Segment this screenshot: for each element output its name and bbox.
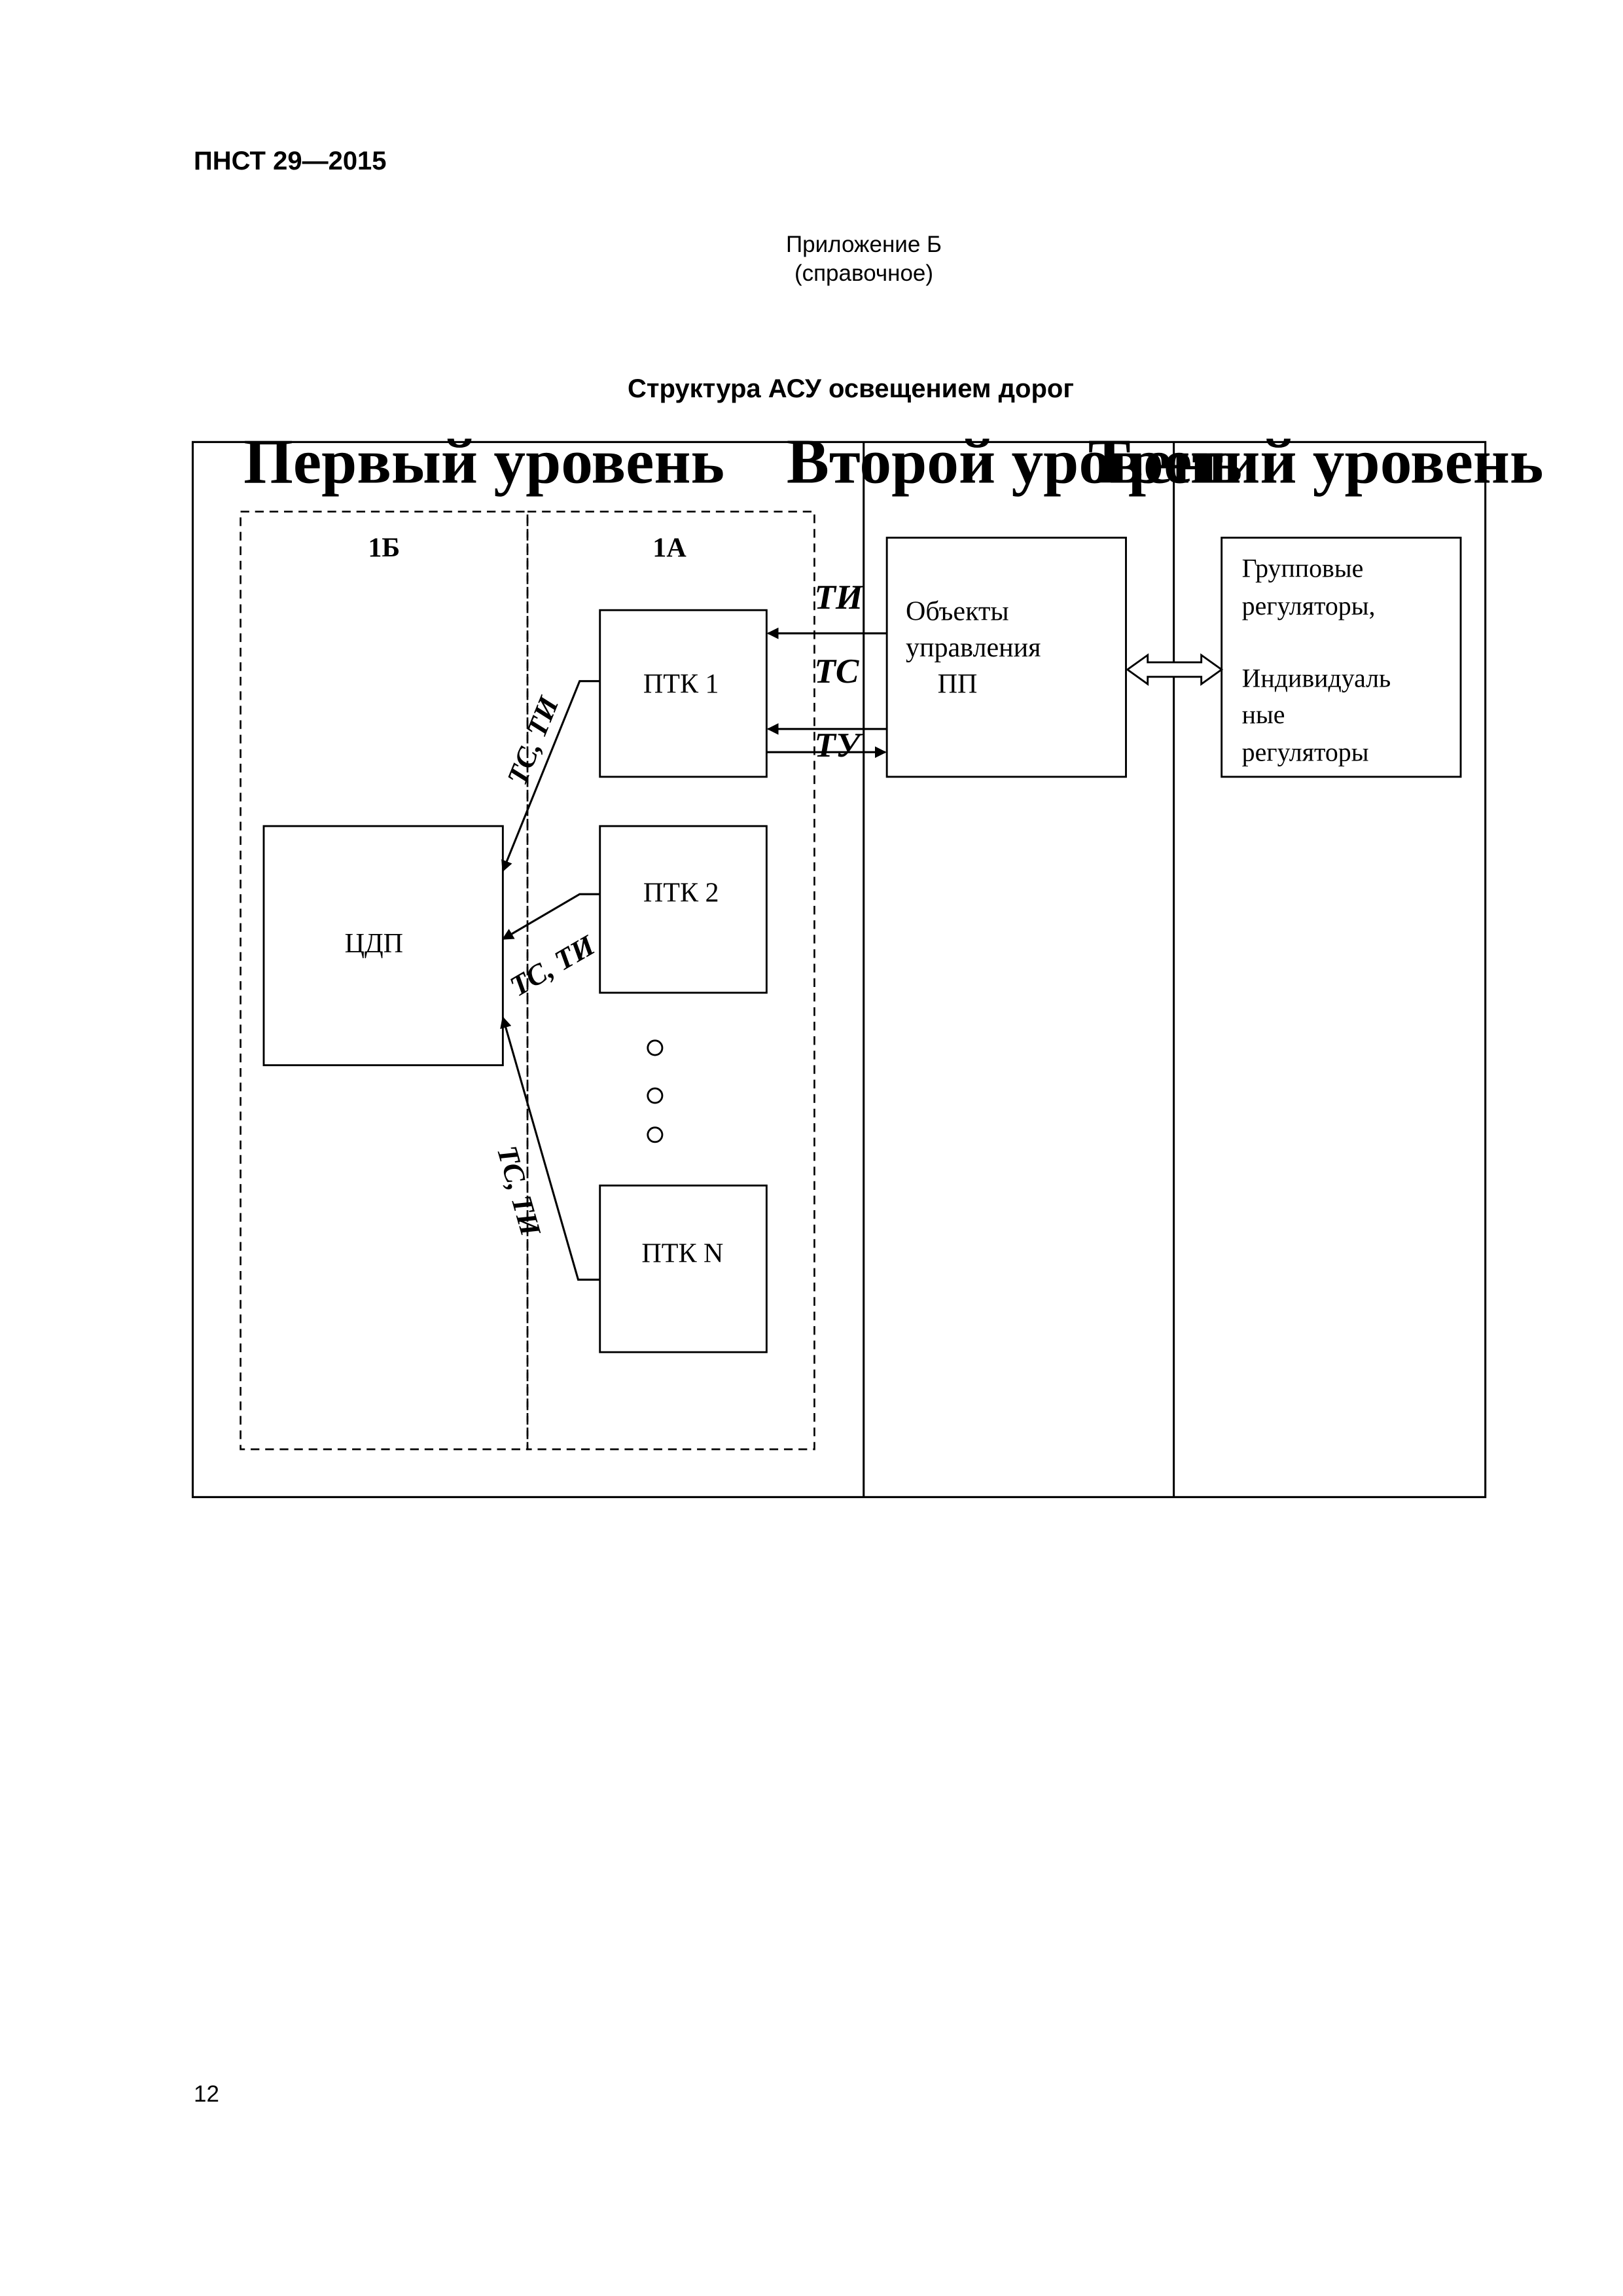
level-second-label: Второй уровень bbox=[787, 426, 1242, 497]
regulators-label-line-5: ные bbox=[1242, 700, 1285, 729]
ptk1-box bbox=[599, 609, 768, 778]
ptkn-box bbox=[599, 1184, 768, 1354]
ptk1-label: ПТК 1 bbox=[643, 669, 719, 699]
ptk2-label: ПТК 2 bbox=[643, 878, 719, 908]
page-number: 12 bbox=[194, 2081, 219, 2107]
ptkn-label: ПТК N bbox=[641, 1239, 723, 1269]
regulators-label-line-1: Групповые bbox=[1242, 553, 1364, 583]
arrow-ptk1-cdp bbox=[501, 680, 600, 872]
cdp-box bbox=[262, 825, 504, 1066]
objects-box bbox=[885, 537, 1127, 778]
objects-label-line-1: Объекты bbox=[906, 597, 1009, 627]
cdp-label: ЦДП bbox=[345, 929, 403, 959]
figure-title: Структура АСУ освещением дорог bbox=[628, 374, 1074, 403]
ellipsis-dot-2 bbox=[647, 1087, 664, 1104]
appendix-subtitle: (справочное) bbox=[794, 260, 934, 286]
subzone-1a bbox=[526, 511, 815, 1450]
regulators-box bbox=[1221, 537, 1462, 778]
signal-tu-label: ТУ bbox=[814, 726, 863, 764]
objects-label-line-3: ПП bbox=[938, 669, 978, 699]
signal-ti-label: ТИ bbox=[814, 579, 863, 617]
signal-ts-ti-n-label: ТС, ТИ bbox=[491, 1142, 547, 1240]
regulators-label-line-2: регуляторы, bbox=[1242, 591, 1376, 620]
ptk2-box bbox=[599, 825, 768, 994]
regulators-label-line-6: регуляторы bbox=[1242, 738, 1369, 767]
level-third-label: Третий уровень bbox=[1088, 426, 1544, 497]
signal-ts-ti-2-label: ТС, ТИ bbox=[505, 929, 601, 1003]
outer-frame bbox=[191, 440, 1487, 1498]
document-code: ПНСТ 29—2015 bbox=[194, 147, 387, 175]
objects-label-line-2: управления bbox=[906, 633, 1041, 663]
regulators-label-line-4: Индивидуаль bbox=[1242, 664, 1391, 693]
subzone-1b bbox=[240, 511, 529, 1450]
ellipsis-dot-3 bbox=[647, 1126, 664, 1143]
signal-ts-label: ТС bbox=[814, 653, 859, 691]
subzone-1b-label: 1Б bbox=[368, 533, 400, 563]
ellipsis-dot-1 bbox=[647, 1039, 664, 1056]
arrow-ptk2-cdp bbox=[501, 893, 600, 941]
objects-regulators-double-arrow bbox=[1126, 653, 1224, 686]
arrow-ptkn-cdp bbox=[500, 1016, 600, 1281]
level-first-label: Первый уровень bbox=[243, 426, 724, 497]
subzone-1a-label: 1А bbox=[652, 533, 687, 563]
appendix-title: Приложение Б bbox=[786, 232, 942, 257]
